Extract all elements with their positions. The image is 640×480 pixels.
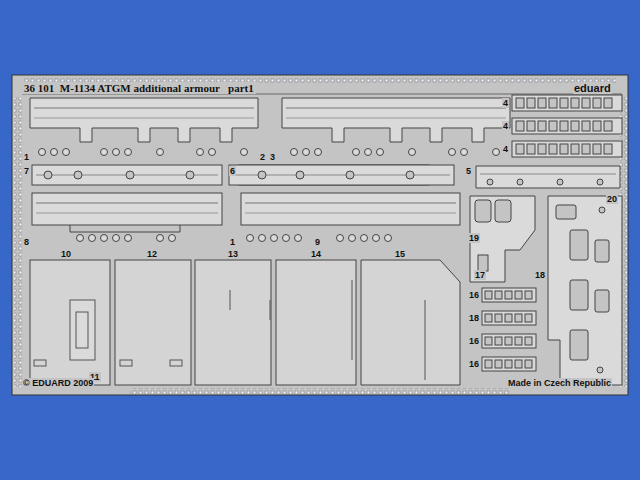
- fret-text: Made in Czech Republic: [507, 378, 612, 388]
- callout-number: 20: [606, 194, 618, 204]
- callout-number: 18: [468, 313, 480, 323]
- callout-number: 1: [229, 237, 236, 247]
- callout-number: 19: [468, 233, 480, 243]
- callout-number: 4: [502, 121, 509, 131]
- callout-number: 18: [534, 270, 546, 280]
- callout-number: 8: [23, 237, 30, 247]
- fret-text: © EDUARD 2009: [22, 378, 94, 388]
- callout-number: 16: [468, 336, 480, 346]
- callout-number: 4: [502, 98, 509, 108]
- callout-number: 16: [468, 359, 480, 369]
- callout-number: 15: [394, 249, 406, 259]
- callout-number: 12: [146, 249, 158, 259]
- callout-number: 13: [227, 249, 239, 259]
- callout-number: 7: [23, 166, 30, 176]
- callout-number: 17: [474, 270, 486, 280]
- callout-number: 2: [259, 152, 266, 162]
- callout-number: 4: [502, 144, 509, 154]
- callout-number: 6: [229, 166, 236, 176]
- callout-number: 5: [465, 166, 472, 176]
- fret-title: 36 101 M-1134 ATGM additional armour par…: [22, 82, 256, 94]
- callout-number: 14: [310, 249, 322, 259]
- callout-number: 10: [60, 249, 72, 259]
- fret-text: eduard: [573, 82, 612, 94]
- callout-number: 9: [314, 237, 321, 247]
- callout-number: 16: [468, 290, 480, 300]
- callout-number: 1: [23, 152, 30, 162]
- callout-number: 3: [269, 152, 276, 162]
